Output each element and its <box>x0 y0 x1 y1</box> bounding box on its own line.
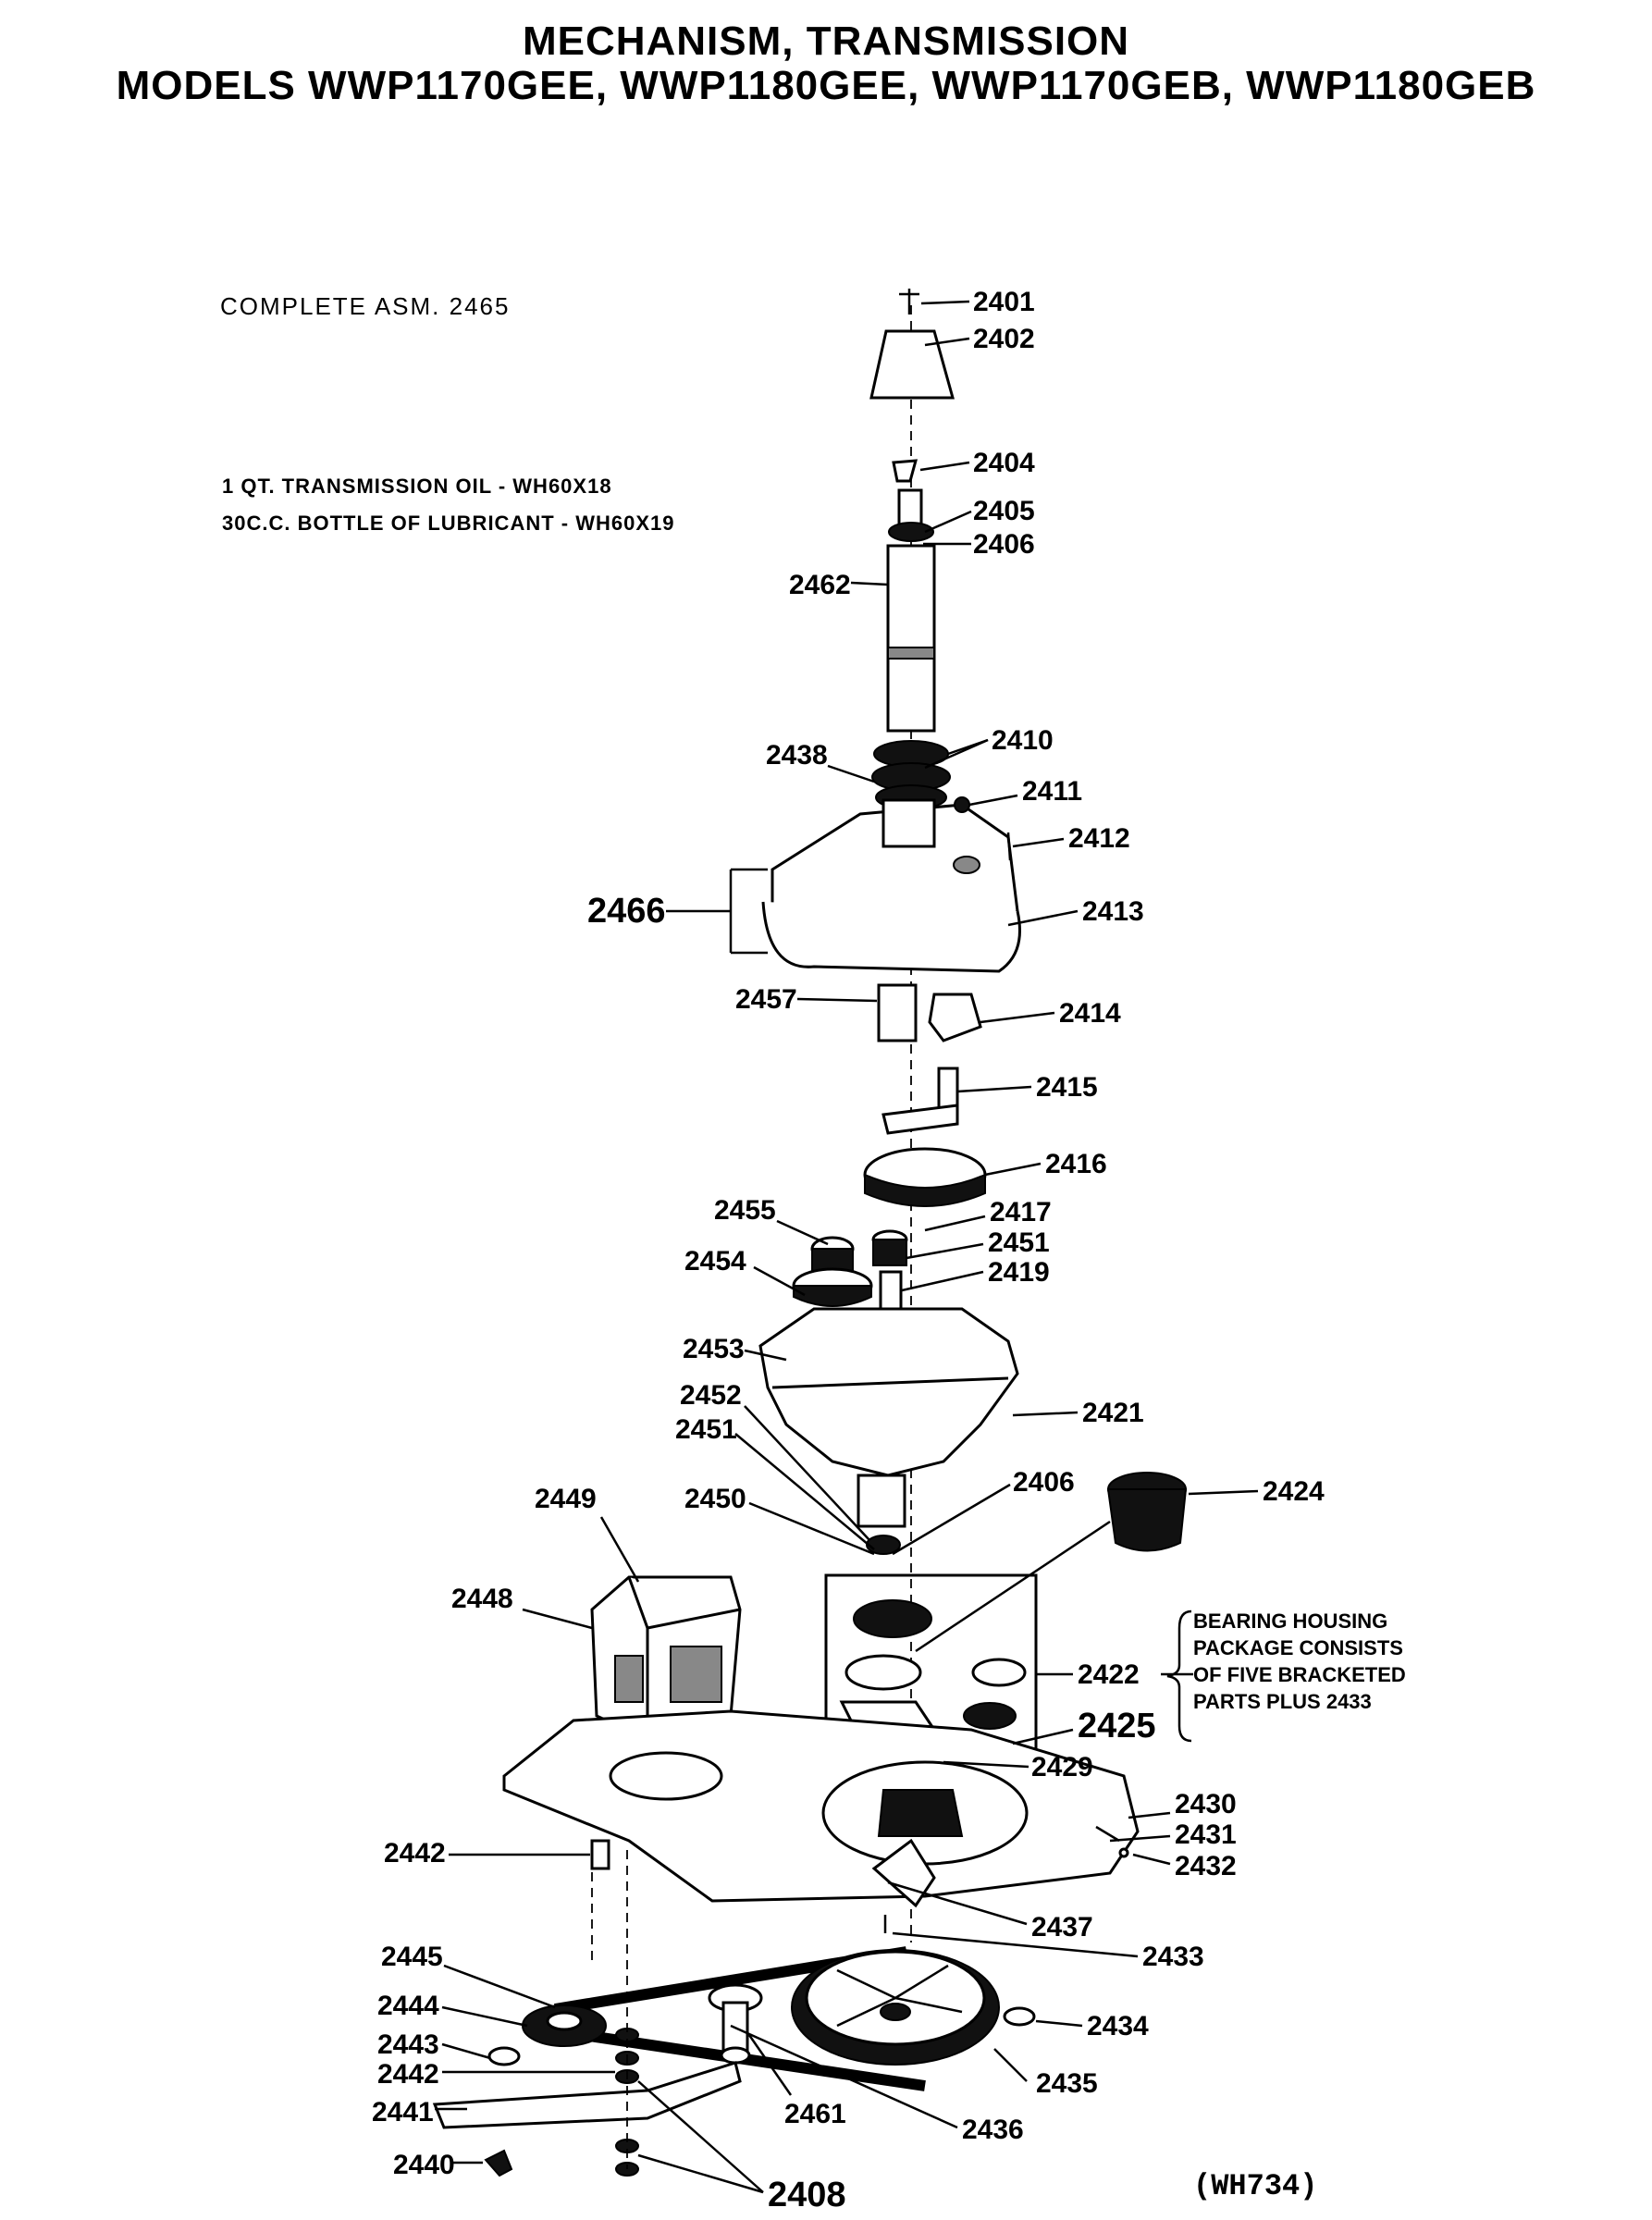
snap-ring-part <box>971 1658 1027 1687</box>
complete-assembly-note: COMPLETE ASM. 2465 <box>220 292 511 320</box>
label-2435: 2435 <box>1036 2068 1098 2099</box>
label-2421: 2421 <box>1082 1398 1144 1428</box>
bearing-housing-note: BEARING HOUSING PACKAGE CONSISTS OF FIVE… <box>1193 1608 1406 1715</box>
pinion-part <box>877 983 918 1042</box>
label-2412: 2412 <box>1068 823 1130 854</box>
main-gear-part <box>863 1147 987 1207</box>
label-2455: 2455 <box>714 1195 776 1226</box>
label-2416: 2416 <box>1045 1149 1107 1179</box>
label-2413: 2413 <box>1082 896 1144 927</box>
shaft-top-part <box>897 488 923 529</box>
label-2405: 2405 <box>973 496 1035 526</box>
label-2406: 2406 <box>973 529 1035 560</box>
label-2411: 2411 <box>1022 776 1082 807</box>
label-2433: 2433 <box>1142 1942 1204 1972</box>
label-2442: 2442 <box>384 1838 446 1868</box>
label-2438: 2438 <box>766 740 828 771</box>
agitator-shaft-part <box>886 544 936 733</box>
base-plate-part <box>502 1709 1140 1903</box>
label-2415: 2415 <box>1036 1072 1098 1103</box>
transmission-oil-note: 1 QT. TRANSMISSION OIL - WH60X18 <box>222 475 612 498</box>
spacer-part <box>590 1839 610 1870</box>
label-2430: 2430 <box>1175 1789 1237 1819</box>
label-2422: 2422 <box>1078 1659 1140 1690</box>
label-2429: 2429 <box>1031 1752 1093 1782</box>
bearing-seal-part <box>853 1599 932 1638</box>
label-2442: 2442 <box>377 2059 439 2090</box>
figure-code: (WH734) <box>1193 2169 1318 2203</box>
lubricant-note: 30C.C. BOTTLE OF LUBRICANT - WH60X19 <box>222 512 675 535</box>
label-2434: 2434 <box>1087 2011 1149 2041</box>
label-2408: 2408 <box>768 2176 846 2214</box>
bearing-note-line: BEARING HOUSING <box>1193 1610 1388 1633</box>
label-2462: 2462 <box>789 570 851 600</box>
label-2451: 2451 <box>988 1227 1050 1258</box>
label-2404: 2404 <box>973 448 1035 478</box>
label-2432: 2432 <box>1175 1851 1237 1881</box>
small-plug-part <box>954 796 970 813</box>
agitator-cap-part <box>869 329 955 400</box>
transmission-pulley-part <box>791 1949 1000 2066</box>
washer-stack-part <box>591 1841 639 2177</box>
cam-part <box>928 993 982 1042</box>
label-2449: 2449 <box>535 1484 597 1514</box>
clip-tab-part <box>1003 2006 1036 2027</box>
label-2440: 2440 <box>393 2150 455 2180</box>
clip-part <box>1118 1847 1129 1858</box>
bearing-note-line: OF FIVE BRACKETED <box>1193 1663 1406 1686</box>
label-2441: 2441 <box>372 2097 434 2128</box>
clip-tab-part <box>487 2046 521 2066</box>
spring-part <box>1095 1825 1120 1843</box>
label-2454: 2454 <box>684 1246 746 1276</box>
bracket-brace <box>1166 1610 1192 1743</box>
motor-pulley-part <box>522 2004 607 2047</box>
bearing-note-line: PACKAGE CONSISTS <box>1193 1636 1403 1659</box>
label-2461: 2461 <box>784 2099 846 2129</box>
label-2431: 2431 <box>1175 1819 1237 1850</box>
label-2444: 2444 <box>377 1991 439 2021</box>
label-2425: 2425 <box>1078 1707 1156 1745</box>
shaft-band <box>887 647 935 660</box>
label-2417: 2417 <box>990 1197 1052 1227</box>
label-2466: 2466 <box>587 892 666 931</box>
label-2414: 2414 <box>1059 998 1121 1029</box>
screw-part <box>899 289 919 314</box>
ball-bearing-part <box>963 1702 1017 1730</box>
label-2419: 2419 <box>988 1257 1050 1288</box>
pinion-stack-part <box>871 1229 908 1338</box>
clip-part <box>892 459 918 483</box>
seal-ring-part <box>888 522 934 542</box>
label-2452: 2452 <box>680 1380 742 1411</box>
label-2450: 2450 <box>684 1484 746 1514</box>
bushing-part <box>1106 1472 1188 1552</box>
label-2453: 2453 <box>683 1334 745 1364</box>
bearing-ring-part <box>844 1654 922 1691</box>
pivot-bracket-part <box>871 1838 936 1908</box>
page-title: MECHANISM, TRANSMISSION <box>522 18 1130 64</box>
label-2424: 2424 <box>1263 1476 1325 1507</box>
crank-part <box>881 1067 959 1135</box>
label-2406: 2406 <box>1013 1467 1075 1498</box>
label-2448: 2448 <box>451 1584 513 1614</box>
label-2451: 2451 <box>675 1414 737 1445</box>
label-2436: 2436 <box>962 2115 1024 2145</box>
screw-part <box>484 2149 513 2177</box>
upper-housing-part <box>761 798 1021 973</box>
label-2445: 2445 <box>381 1942 443 1972</box>
page-subtitle-models: MODELS WWP1170GEE, WWP1180GEE, WWP1170GE… <box>116 63 1536 108</box>
label-2457: 2457 <box>735 984 797 1015</box>
label-2402: 2402 <box>973 324 1035 354</box>
label-2437: 2437 <box>1031 1912 1093 1942</box>
bearing-note-line: PARTS PLUS 2433 <box>1193 1690 1372 1713</box>
label-2410: 2410 <box>992 725 1054 756</box>
gear-case-part <box>758 1307 1019 1555</box>
label-2443: 2443 <box>377 2029 439 2060</box>
screw-part <box>1006 832 1012 861</box>
leader-lines <box>435 300 1259 2194</box>
drive-gear-part <box>792 1236 873 1307</box>
label-2401: 2401 <box>973 287 1035 317</box>
